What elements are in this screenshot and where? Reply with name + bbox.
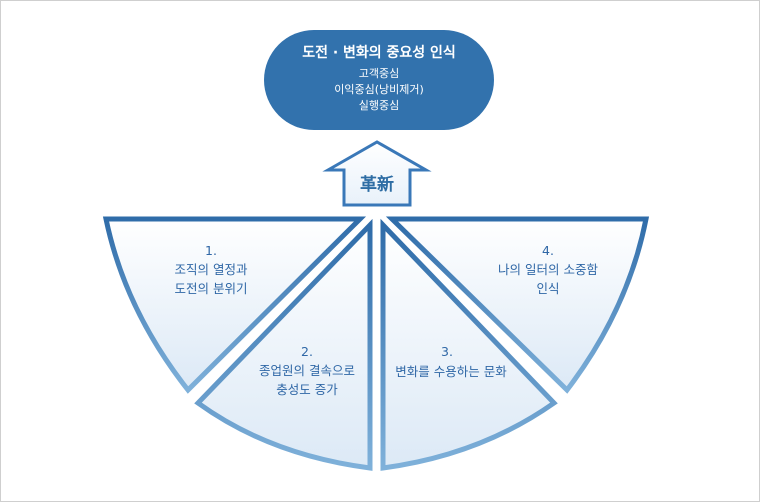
- segment-2-line: 충성도 증가: [276, 382, 338, 397]
- goal-item: 고객중심: [359, 67, 399, 80]
- goal-pill: 도전 · 변화의 중요성 인식 고객중심 이익중심(낭비제거) 실행중심: [264, 30, 494, 130]
- up-arrow-icon: 革新: [322, 140, 432, 207]
- segment-2-number: 2.: [301, 344, 313, 359]
- goal-title: 도전 · 변화의 중요성 인식: [302, 44, 456, 61]
- segment-3-line: 변화를 수용하는 문화: [395, 364, 507, 379]
- segment-1-number: 1.: [205, 243, 217, 258]
- segment-3-number: 3.: [441, 344, 453, 359]
- segment-1: 1. 조직의 열정과 도전의 분위기: [102, 216, 367, 394]
- goal-item: 실행중심: [359, 99, 399, 112]
- segment-2-line: 종업원의 결속으로: [259, 363, 355, 378]
- segment-4-line: 인식: [536, 281, 559, 296]
- segment-4-number: 4.: [542, 243, 554, 258]
- segment-1-line: 도전의 분위기: [175, 281, 248, 296]
- goal-item: 이익중심(낭비제거): [334, 83, 424, 96]
- segment-4: 4. 나의 일터의 소중함 인식: [385, 216, 650, 394]
- segment-3: 3. 변화를 수용하는 문화: [380, 218, 558, 471]
- segment-4-line: 나의 일터의 소중함: [498, 262, 598, 277]
- segment-1-line: 조직의 열정과: [175, 262, 248, 277]
- segment-2: 2. 종업원의 결속으로 충성도 증가: [194, 218, 373, 471]
- arrow-label: 革新: [360, 174, 394, 195]
